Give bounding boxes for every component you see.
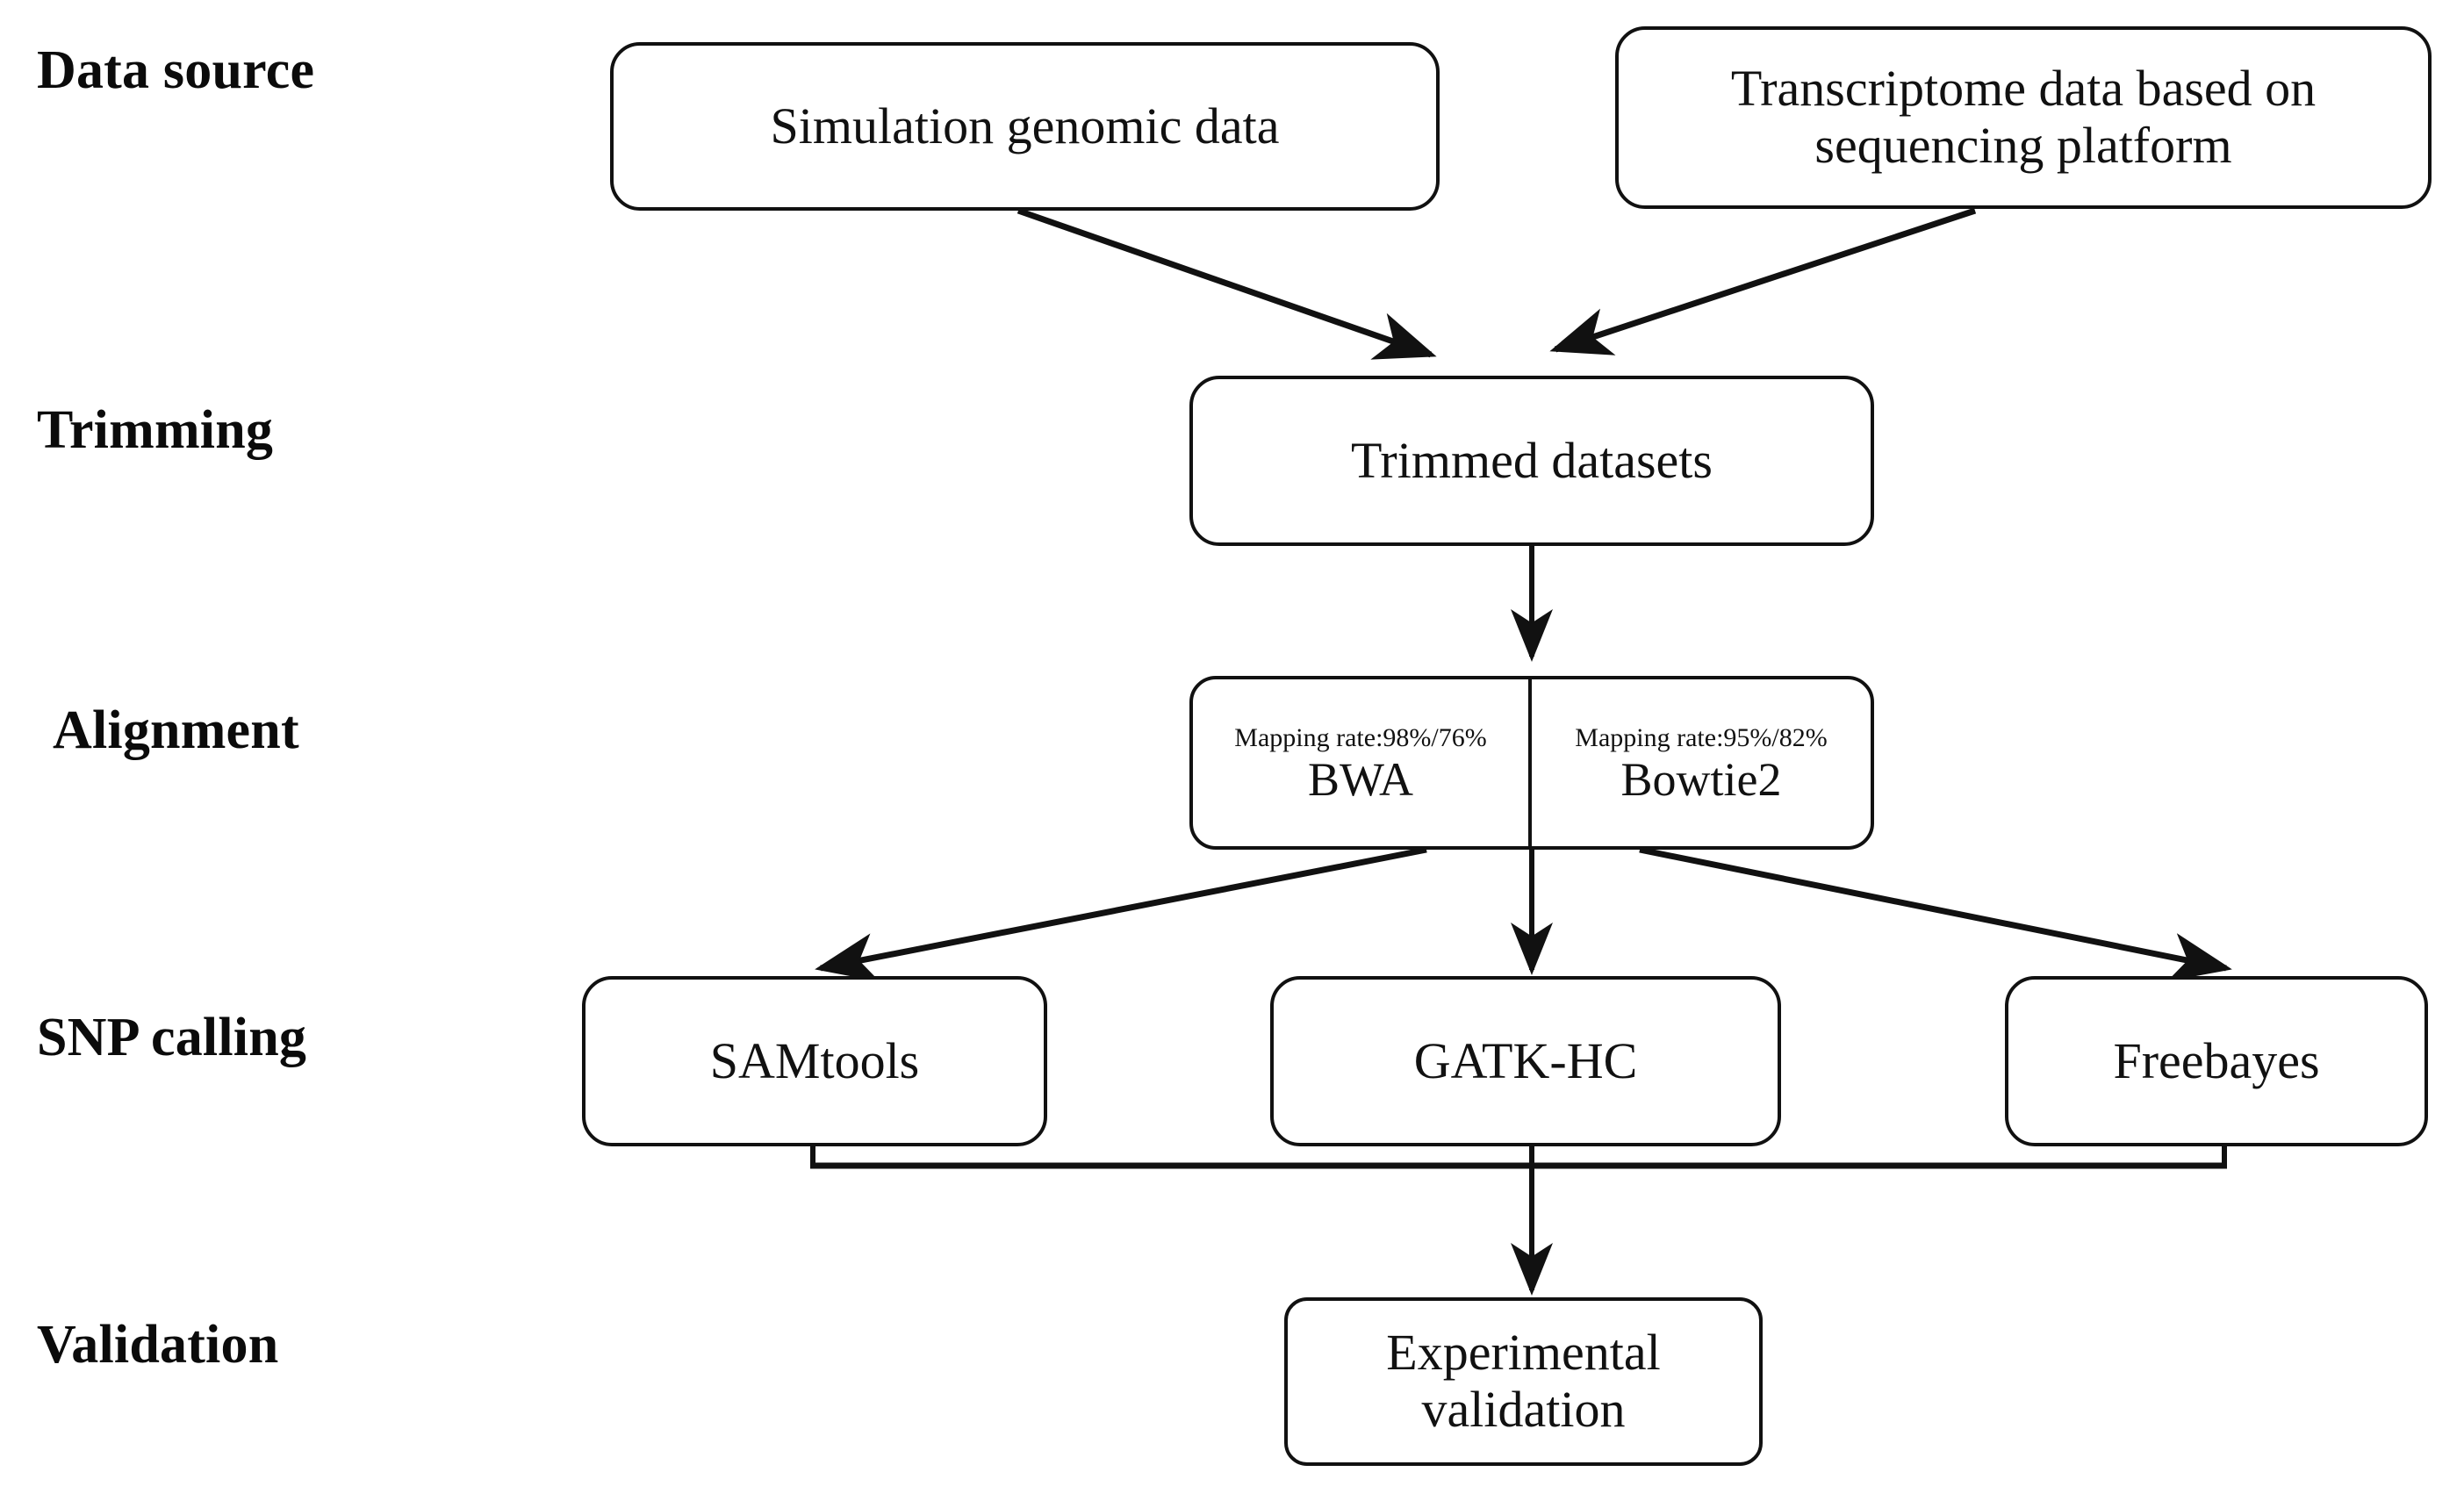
node-freebayes-label: Freebayes (2113, 1031, 2320, 1089)
node-trimmed-datasets-label: Trimmed datasets (1351, 431, 1713, 489)
stage-label-snp-calling: SNP calling (37, 1008, 307, 1067)
node-gatk-hc[interactable]: GATK-HC (1270, 976, 1781, 1146)
node-alignment-tools[interactable]: Mapping rate:98%/76% BWA Mapping rate:95… (1189, 676, 1874, 850)
node-simulation-genomic-data-label: Simulation genomic data (770, 97, 1280, 154)
node-aligner-bowtie2-label: Bowtie2 (1620, 752, 1782, 806)
node-experimental-validation-label: Experimental validation (1386, 1324, 1661, 1438)
stage-label-data-source: Data source (37, 40, 315, 100)
edge-alignment-to-samtools (815, 846, 1427, 982)
node-aligner-bwa-mapping-rate: Mapping rate:98%/76% (1234, 722, 1487, 752)
node-aligner-bwa-label: BWA (1308, 752, 1413, 806)
node-experimental-validation[interactable]: Experimental validation (1284, 1297, 1763, 1466)
edge-simulation-to-trimmed (1016, 207, 1437, 360)
node-transcriptome-data[interactable]: Transcriptome data based on sequencing p… (1615, 26, 2432, 209)
edge-alignment-to-freebayes (1639, 846, 2232, 981)
node-freebayes[interactable]: Freebayes (2005, 976, 2428, 1146)
stage-label-alignment: Alignment (53, 700, 299, 760)
node-samtools-label: SAMtools (709, 1031, 920, 1089)
node-simulation-genomic-data[interactable]: Simulation genomic data (610, 42, 1440, 211)
node-trimmed-datasets[interactable]: Trimmed datasets (1189, 376, 1874, 546)
node-samtools[interactable]: SAMtools (582, 976, 1047, 1146)
node-transcriptome-data-label: Transcriptome data based on sequencing p… (1730, 60, 2317, 174)
node-gatk-hc-label: GATK-HC (1413, 1031, 1638, 1089)
node-aligner-bowtie2[interactable]: Mapping rate:95%/82% Bowtie2 (1532, 679, 1871, 846)
stage-label-trimming: Trimming (37, 400, 274, 460)
node-aligner-bwa[interactable]: Mapping rate:98%/76% BWA (1193, 679, 1532, 846)
edge-transcriptome-to-trimmed (1549, 207, 1977, 355)
stage-label-validation: Validation (37, 1315, 279, 1375)
node-aligner-bowtie2-mapping-rate: Mapping rate:95%/82% (1575, 722, 1828, 752)
